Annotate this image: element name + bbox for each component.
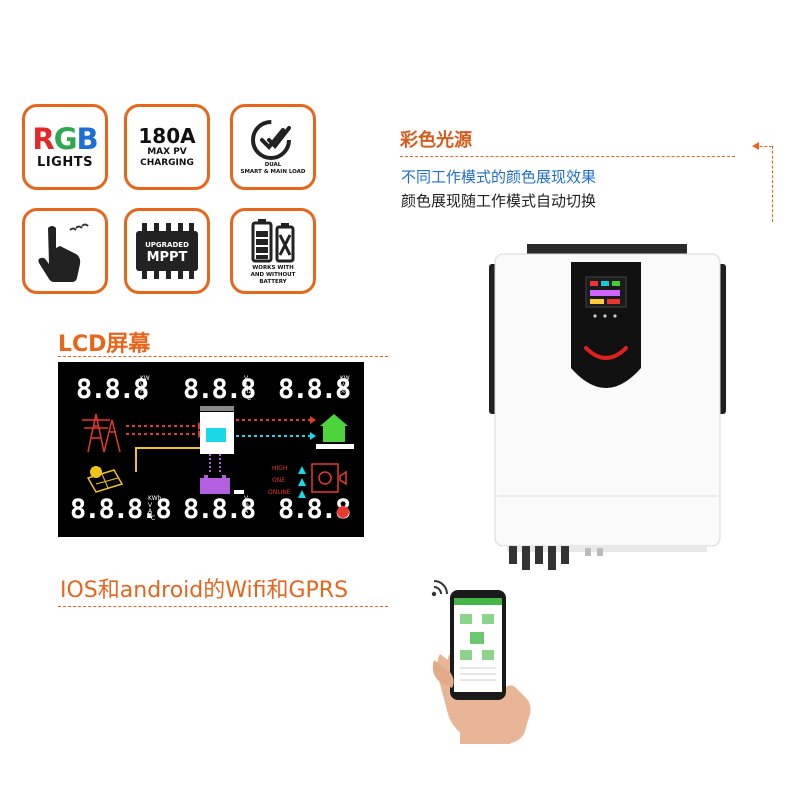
- rgb-text: RGB: [32, 122, 99, 156]
- rgb-divider: [400, 156, 735, 157]
- app-section-title: IOS和android的Wifi和GPRS: [60, 578, 349, 603]
- unit: °C: [148, 514, 156, 522]
- callout-line: [772, 146, 773, 222]
- lcd-divider: [58, 356, 388, 357]
- lcd-readout-bottom-left: 8.8.8.8: [70, 494, 172, 525]
- unit: A: [244, 381, 249, 389]
- rgb-lights-badge: RGB LIGHTS: [22, 104, 108, 190]
- rgb-section-line1: 不同工作模式的颜色展现效果: [401, 168, 597, 186]
- unit: VA: [340, 381, 348, 389]
- unit: V: [244, 375, 249, 382]
- unit: Hz: [244, 388, 252, 395]
- unit: KW: [340, 375, 350, 382]
- rgb-section-title: 彩色光源: [400, 130, 472, 151]
- lcd-readout-top-left: 8.8.8: [76, 374, 149, 405]
- mppt-line1: UPGRADED: [145, 241, 189, 249]
- touch-hand-icon: [38, 223, 89, 282]
- rgb-b: B: [76, 122, 99, 156]
- phone-in-hand-image: [432, 590, 531, 744]
- rgb-r: R: [32, 122, 54, 156]
- unit: A: [148, 508, 153, 515]
- unit: Hz: [140, 388, 148, 395]
- lcd-readout-top-right: 8.8.8: [278, 374, 351, 405]
- battery-line3: BATTERY: [259, 278, 287, 285]
- unit: A: [244, 508, 249, 515]
- lcd-units-bottom-middle: V%A: [244, 495, 250, 516]
- callout-arrow-line: [755, 146, 772, 147]
- dual-line1: DUAL: [264, 162, 282, 168]
- battery-line2: AND WITHOUT: [250, 271, 296, 278]
- dual-line2: SMART & MAIN LOAD: [240, 169, 306, 175]
- unit: A: [140, 394, 145, 402]
- battery-line1: WORKS WITH: [252, 264, 294, 271]
- lcd-section-title: LCD屏幕: [58, 332, 151, 357]
- lcd-screen: 8.8.8 8.8.8 8.8.8 8.8.8.8 8.8.8 8.8.8 KW…: [58, 362, 364, 537]
- rgb-g: G: [53, 122, 78, 156]
- pv-charging-badge: 180A MAX PV CHARGING: [124, 104, 210, 190]
- mode-label-online: ONLINE: [268, 489, 291, 496]
- mppt-line2: MPPT: [146, 250, 188, 265]
- rgb-section-line2: 颜色展现随工作模式自动切换: [401, 192, 597, 210]
- mppt-chip-icon: [136, 223, 198, 279]
- dual-load-badge: DUAL SMART & MAIN LOAD: [230, 104, 316, 190]
- lcd-readout-top-middle: 8.8.8: [183, 374, 256, 405]
- grid-tower-icon: [82, 413, 121, 453]
- touch-control-badge: [22, 208, 108, 294]
- unit: %: [244, 501, 250, 509]
- house-icon: [320, 414, 348, 442]
- app-divider: [58, 606, 388, 607]
- unit: KWh: [148, 495, 162, 502]
- lcd-flow-diagram: [82, 406, 354, 518]
- battery-badge: WORKS WITH AND WITHOUT BATTERY: [230, 208, 316, 294]
- unit: V: [244, 495, 249, 502]
- wifi-icon: [431, 580, 448, 597]
- unit: V: [140, 381, 145, 389]
- pv-current-value: 180A: [138, 124, 196, 148]
- battery-icon: [251, 218, 295, 262]
- lcd-readout-bottom-middle: 8.8.8: [183, 494, 256, 525]
- lights-label: LIGHTS: [37, 155, 93, 170]
- solar-panel-icon: [86, 466, 124, 493]
- dual-check-icon: [251, 120, 291, 160]
- unit: °C: [244, 394, 252, 402]
- mode-label-high: HIGH: [272, 465, 288, 472]
- inverter-device: [489, 244, 726, 570]
- callout-arrow-icon: [752, 142, 759, 150]
- unit: V: [148, 501, 153, 509]
- unit: KW: [140, 375, 150, 382]
- mppt-badge: UPGRADED MPPT: [124, 208, 210, 294]
- battery-lcd-icon: [200, 475, 230, 494]
- pv-line2: CHARGING: [140, 158, 194, 168]
- pv-line1: MAX PV: [147, 147, 187, 157]
- unit: %: [340, 388, 346, 395]
- mode-label-one: ONE: [272, 477, 286, 484]
